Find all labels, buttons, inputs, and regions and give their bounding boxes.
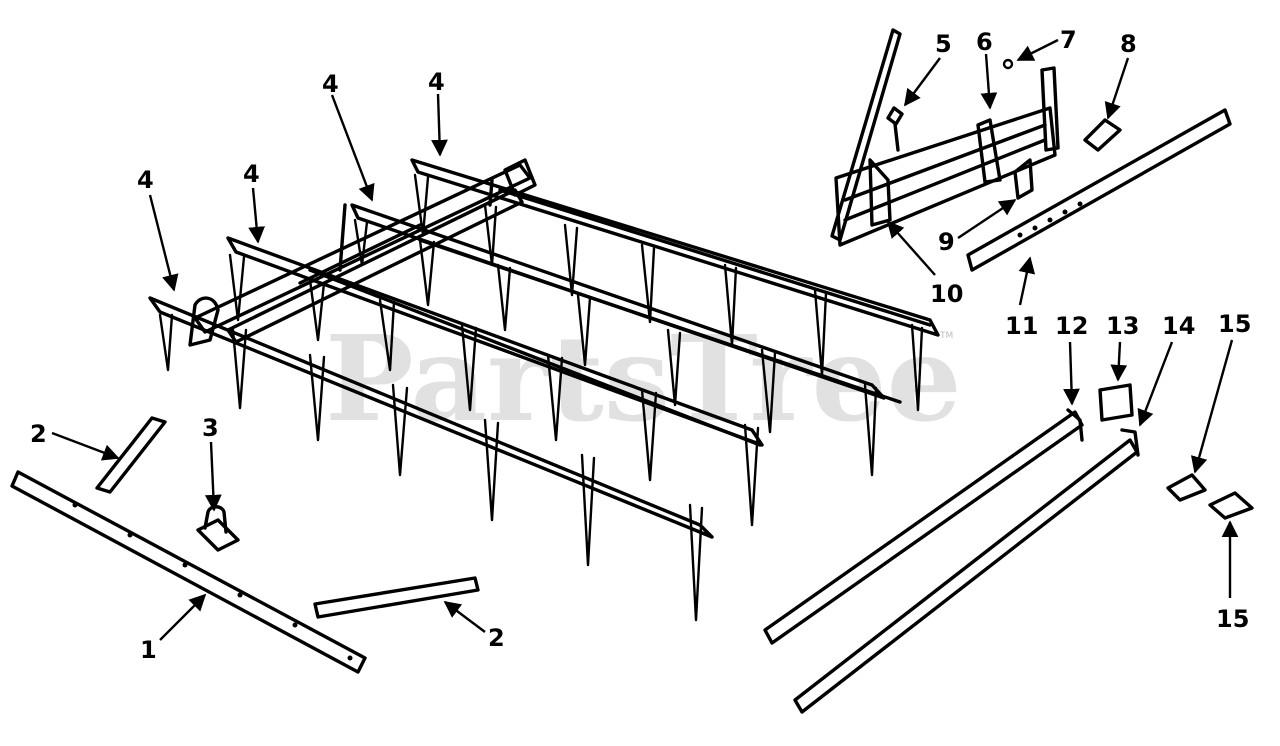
- svg-text:12: 12: [1055, 312, 1088, 340]
- svg-text:2: 2: [488, 624, 505, 652]
- part-2-short-bar-upper: [95, 416, 167, 494]
- callout-7: 7: [1016, 26, 1077, 62]
- svg-text:15: 15: [1218, 310, 1251, 338]
- watermark-trademark: TM: [939, 331, 953, 341]
- svg-text:4: 4: [137, 166, 154, 194]
- callout-1: 1: [140, 593, 207, 664]
- part-3-bracket: [196, 505, 240, 552]
- cross-bars: [188, 158, 932, 447]
- svg-text:9: 9: [938, 228, 955, 256]
- svg-text:14: 14: [1162, 312, 1195, 340]
- svg-text:4: 4: [322, 70, 339, 98]
- callout-5: 5: [903, 30, 952, 107]
- callout-15-upper: 15: [1190, 310, 1251, 474]
- part-15-clip-lower: [1208, 491, 1254, 520]
- callout-10: 10: [886, 220, 963, 308]
- part-15-clip-upper: [1166, 473, 1207, 502]
- svg-text:6: 6: [976, 28, 993, 56]
- callout-2-lower: 2: [443, 600, 505, 652]
- svg-text:11: 11: [1005, 312, 1038, 340]
- callout-15-lower: 15: [1216, 520, 1249, 633]
- svg-text:10: 10: [930, 280, 963, 308]
- svg-text:13: 13: [1106, 312, 1139, 340]
- part-2-short-bar-lower: [313, 576, 480, 619]
- svg-text:3: 3: [202, 414, 219, 442]
- svg-text:5: 5: [935, 30, 952, 58]
- svg-text:4: 4: [428, 68, 445, 96]
- part-12-rail: [763, 408, 1084, 645]
- svg-text:15: 15: [1216, 605, 1249, 633]
- callout-6: 6: [976, 28, 998, 110]
- callout-4-left: 4: [137, 166, 179, 292]
- callout-11: 11: [1005, 256, 1038, 340]
- part-7-bolt: [1002, 58, 1014, 70]
- callout-8: 8: [1104, 30, 1137, 120]
- callout-13: 13: [1106, 312, 1139, 382]
- callout-4-mid-left: 4: [243, 160, 265, 244]
- hitch-bracket-assembly: [830, 28, 1060, 247]
- part-11-drawbar: [966, 108, 1232, 272]
- svg-text:4: 4: [243, 160, 260, 188]
- callout-3: 3: [202, 414, 222, 512]
- watermark: PartsTree TM: [325, 309, 962, 448]
- callout-4-right: 4: [428, 68, 448, 157]
- harrow-frame-assembly: [148, 158, 940, 622]
- callouts: 1 2 2 3 4 4 4 4: [30, 26, 1251, 664]
- callout-2-upper: 2: [30, 420, 120, 461]
- callout-12: 12: [1055, 312, 1088, 406]
- callout-4-mid: 4: [322, 70, 375, 202]
- callout-9: 9: [938, 199, 1017, 256]
- part-14-rail: [793, 428, 1140, 714]
- svg-text:7: 7: [1060, 26, 1077, 54]
- tines: [158, 173, 924, 622]
- svg-text:1: 1: [140, 636, 157, 664]
- part-9-clip: [1013, 158, 1034, 200]
- part-13-bracket: [1098, 383, 1134, 422]
- svg-text:2: 2: [30, 420, 47, 448]
- part-8-clip: [1083, 118, 1122, 152]
- callout-14: 14: [1137, 312, 1195, 427]
- part-1-long-bar: [10, 470, 367, 674]
- watermark-text: PartsTree: [325, 309, 962, 448]
- part-5-pin: [886, 106, 904, 152]
- svg-text:8: 8: [1120, 30, 1137, 58]
